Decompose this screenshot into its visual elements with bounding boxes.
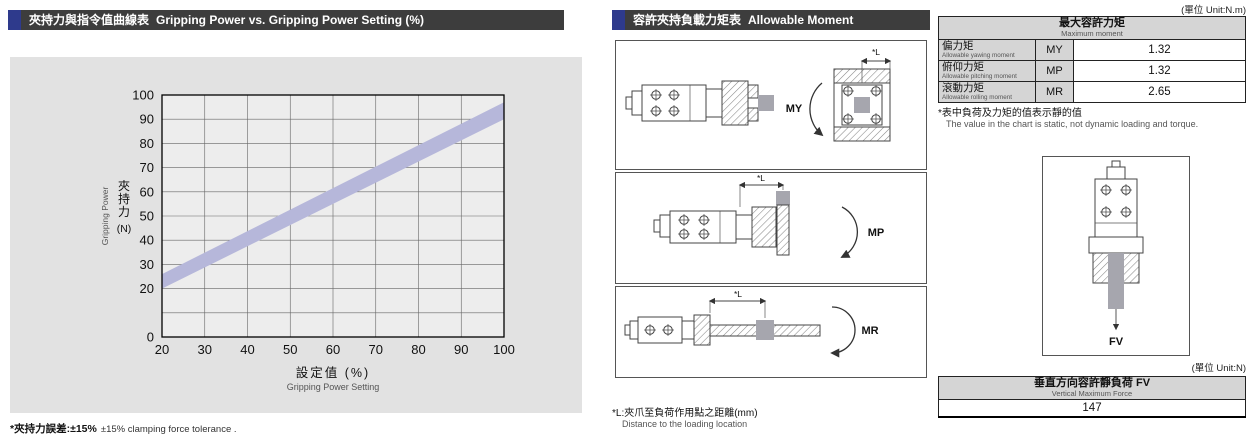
my-moment-diagram: MY *L [625,47,892,142]
table-row-my: 偏力矩 Allowable yawing moment MY 1.32 [938,39,1246,61]
fv-diagram-box: FV [1042,156,1190,356]
svg-text:40: 40 [240,342,254,357]
load-point-block [776,191,790,205]
mp-moment-diagram: *L MP [653,173,885,258]
fv-diagram: FV [1088,160,1144,348]
fv-table-title: 垂直方向容許靜負荷 FV Vertical Maximum Force [938,376,1246,400]
svg-text:80: 80 [411,342,425,357]
mr-moment-diagram: *L MR [624,289,879,358]
dim-label-l: *L [872,47,880,57]
mr-label: MR [861,325,878,337]
svg-text:60: 60 [140,184,154,199]
moment-label-cell: 滾動力矩 Allowable rolling moment [938,81,1036,103]
mr-diagram-box: *L MR [615,286,927,378]
mp-moment-arrow [840,206,858,258]
moment-table-title-zh: 最大容許力矩 [1059,17,1125,29]
load-point-block [758,95,774,111]
moment-table-title: 最大容許力矩 Maximum moment [938,16,1246,40]
moment-table: 最大容許力矩 Maximum moment 偏力矩 Allowable yawi… [938,16,1246,103]
fv-label: FV [1109,336,1124,348]
moment-footnote-en: Distance to the loading location [622,419,748,429]
table-row-mr: 滾動力矩 Allowable rolling moment MR 2.65 [938,81,1246,103]
svg-text:80: 80 [140,136,154,151]
dim-label-l: *L [734,289,742,299]
table-row-mp: 俯仰力矩 Allowable pitching moment MP 1.32 [938,60,1246,82]
svg-text:20: 20 [140,281,154,296]
fv-table-title-zh: 垂直方向容許靜負荷 FV [1033,377,1151,389]
moment-code: MP [1035,60,1074,82]
section-title-zh: 夾持力與指令值曲線表 [29,13,150,27]
moment-value: 1.32 [1073,39,1246,61]
header-bar: 夾持力與指令值曲線表 Gripping Power vs. Gripping Po… [21,10,564,30]
moment-label-en: Allowable rolling moment [942,94,1012,101]
moment-label-zh: 俯仰力矩 [942,61,984,73]
chart-footnote: *夾持力誤差:±15%±15% clamping force tolerance… [10,421,237,436]
svg-text:設定值 (%): 設定值 (%) [296,365,370,380]
moment-label-en: Allowable pitching moment [942,73,1017,80]
svg-text:0: 0 [147,330,154,345]
moment-label-cell: 俯仰力矩 Allowable pitching moment [938,60,1036,82]
section-title-zh: 容許夾持負載力矩表 [633,13,742,27]
moment-note-zh: *表中負荷及力矩的值表示靜的值 [938,108,1082,119]
svg-text:40: 40 [140,233,154,248]
load-point-block [756,320,774,340]
moment-value: 1.32 [1073,60,1246,82]
moment-label-en: Allowable yawing moment [942,52,1015,59]
fv-value: 147 [938,399,1246,417]
svg-text:100: 100 [132,88,154,103]
moment-label-zh: 滾動力矩 [942,82,984,94]
svg-text:70: 70 [140,160,154,175]
chart-footnote-zh: *夾持力誤差:±15% [10,423,97,435]
svg-text:30: 30 [198,342,212,357]
moment-code: MR [1035,81,1074,103]
mp-diagram-box: *L MP [615,172,927,284]
svg-text:30: 30 [140,257,154,272]
header-bar: 容許夾持負載力矩表 Allowable Moment [625,10,930,30]
svg-text:Gripping Power Setting: Gripping Power Setting [287,382,380,392]
load-point-block [854,97,870,113]
header-accent-square [612,10,625,30]
moment-diagram-footnote: *L:夾爪至負荷作用點之距離(mm) Distance to the loadi… [612,404,758,429]
moment-code: MY [1035,39,1074,61]
section-title-en: Allowable Moment [748,13,854,27]
moment-note-en: The value in the chart is static, not dy… [946,119,1199,129]
svg-text:100: 100 [493,342,515,357]
table-row-fv: 147 [938,399,1246,417]
svg-text:90: 90 [454,342,468,357]
gripping-chart-section-header: 夾持力與指令值曲線表 Gripping Power vs. Gripping Po… [8,10,564,30]
svg-text:夾持力: 夾持力 [118,179,130,219]
header-accent-square [8,10,21,30]
moment-label-zh: 偏力矩 [942,40,974,52]
svg-text:(N): (N) [117,223,132,235]
moment-table-note: *表中負荷及力矩的值表示靜的值 The value in the chart i… [938,104,1198,129]
chart-footnote-en: ±15% clamping force tolerance . [100,424,237,435]
svg-text:90: 90 [140,112,154,127]
moment-value: 2.65 [1073,81,1246,103]
moment-table-title-en: Maximum moment [1061,29,1123,38]
load-point-block [1108,253,1124,309]
svg-text:20: 20 [155,342,169,357]
svg-text:50: 50 [140,209,154,224]
svg-text:70: 70 [369,342,383,357]
fv-table-title-en: Vertical Maximum Force [1051,389,1133,398]
moment-footnote-zh: *L:夾爪至負荷作用點之距離(mm) [612,408,758,419]
mr-moment-arrow [830,306,856,358]
fv-table: 垂直方向容許靜負荷 FV Vertical Maximum Force 147 [938,376,1246,418]
moment-label-cell: 偏力矩 Allowable yawing moment [938,39,1036,61]
svg-text:Gripping Power: Gripping Power [100,187,110,246]
unit-label-nm: (單位 Unit:N.m) [1181,5,1246,16]
dim-label-l: *L [757,173,765,183]
unit-label-n: (單位 Unit:N) [1191,363,1246,374]
my-label: MY [786,103,803,115]
allowable-moment-section-header: 容許夾持負載力矩表 Allowable Moment [612,10,930,30]
section-title-en: Gripping Power vs. Gripping Power Settin… [156,13,425,27]
mp-label: MP [868,227,885,239]
svg-text:50: 50 [283,342,297,357]
my-moment-arrow [809,82,824,137]
svg-text:60: 60 [326,342,340,357]
my-diagram-box: MY *L [615,40,927,170]
